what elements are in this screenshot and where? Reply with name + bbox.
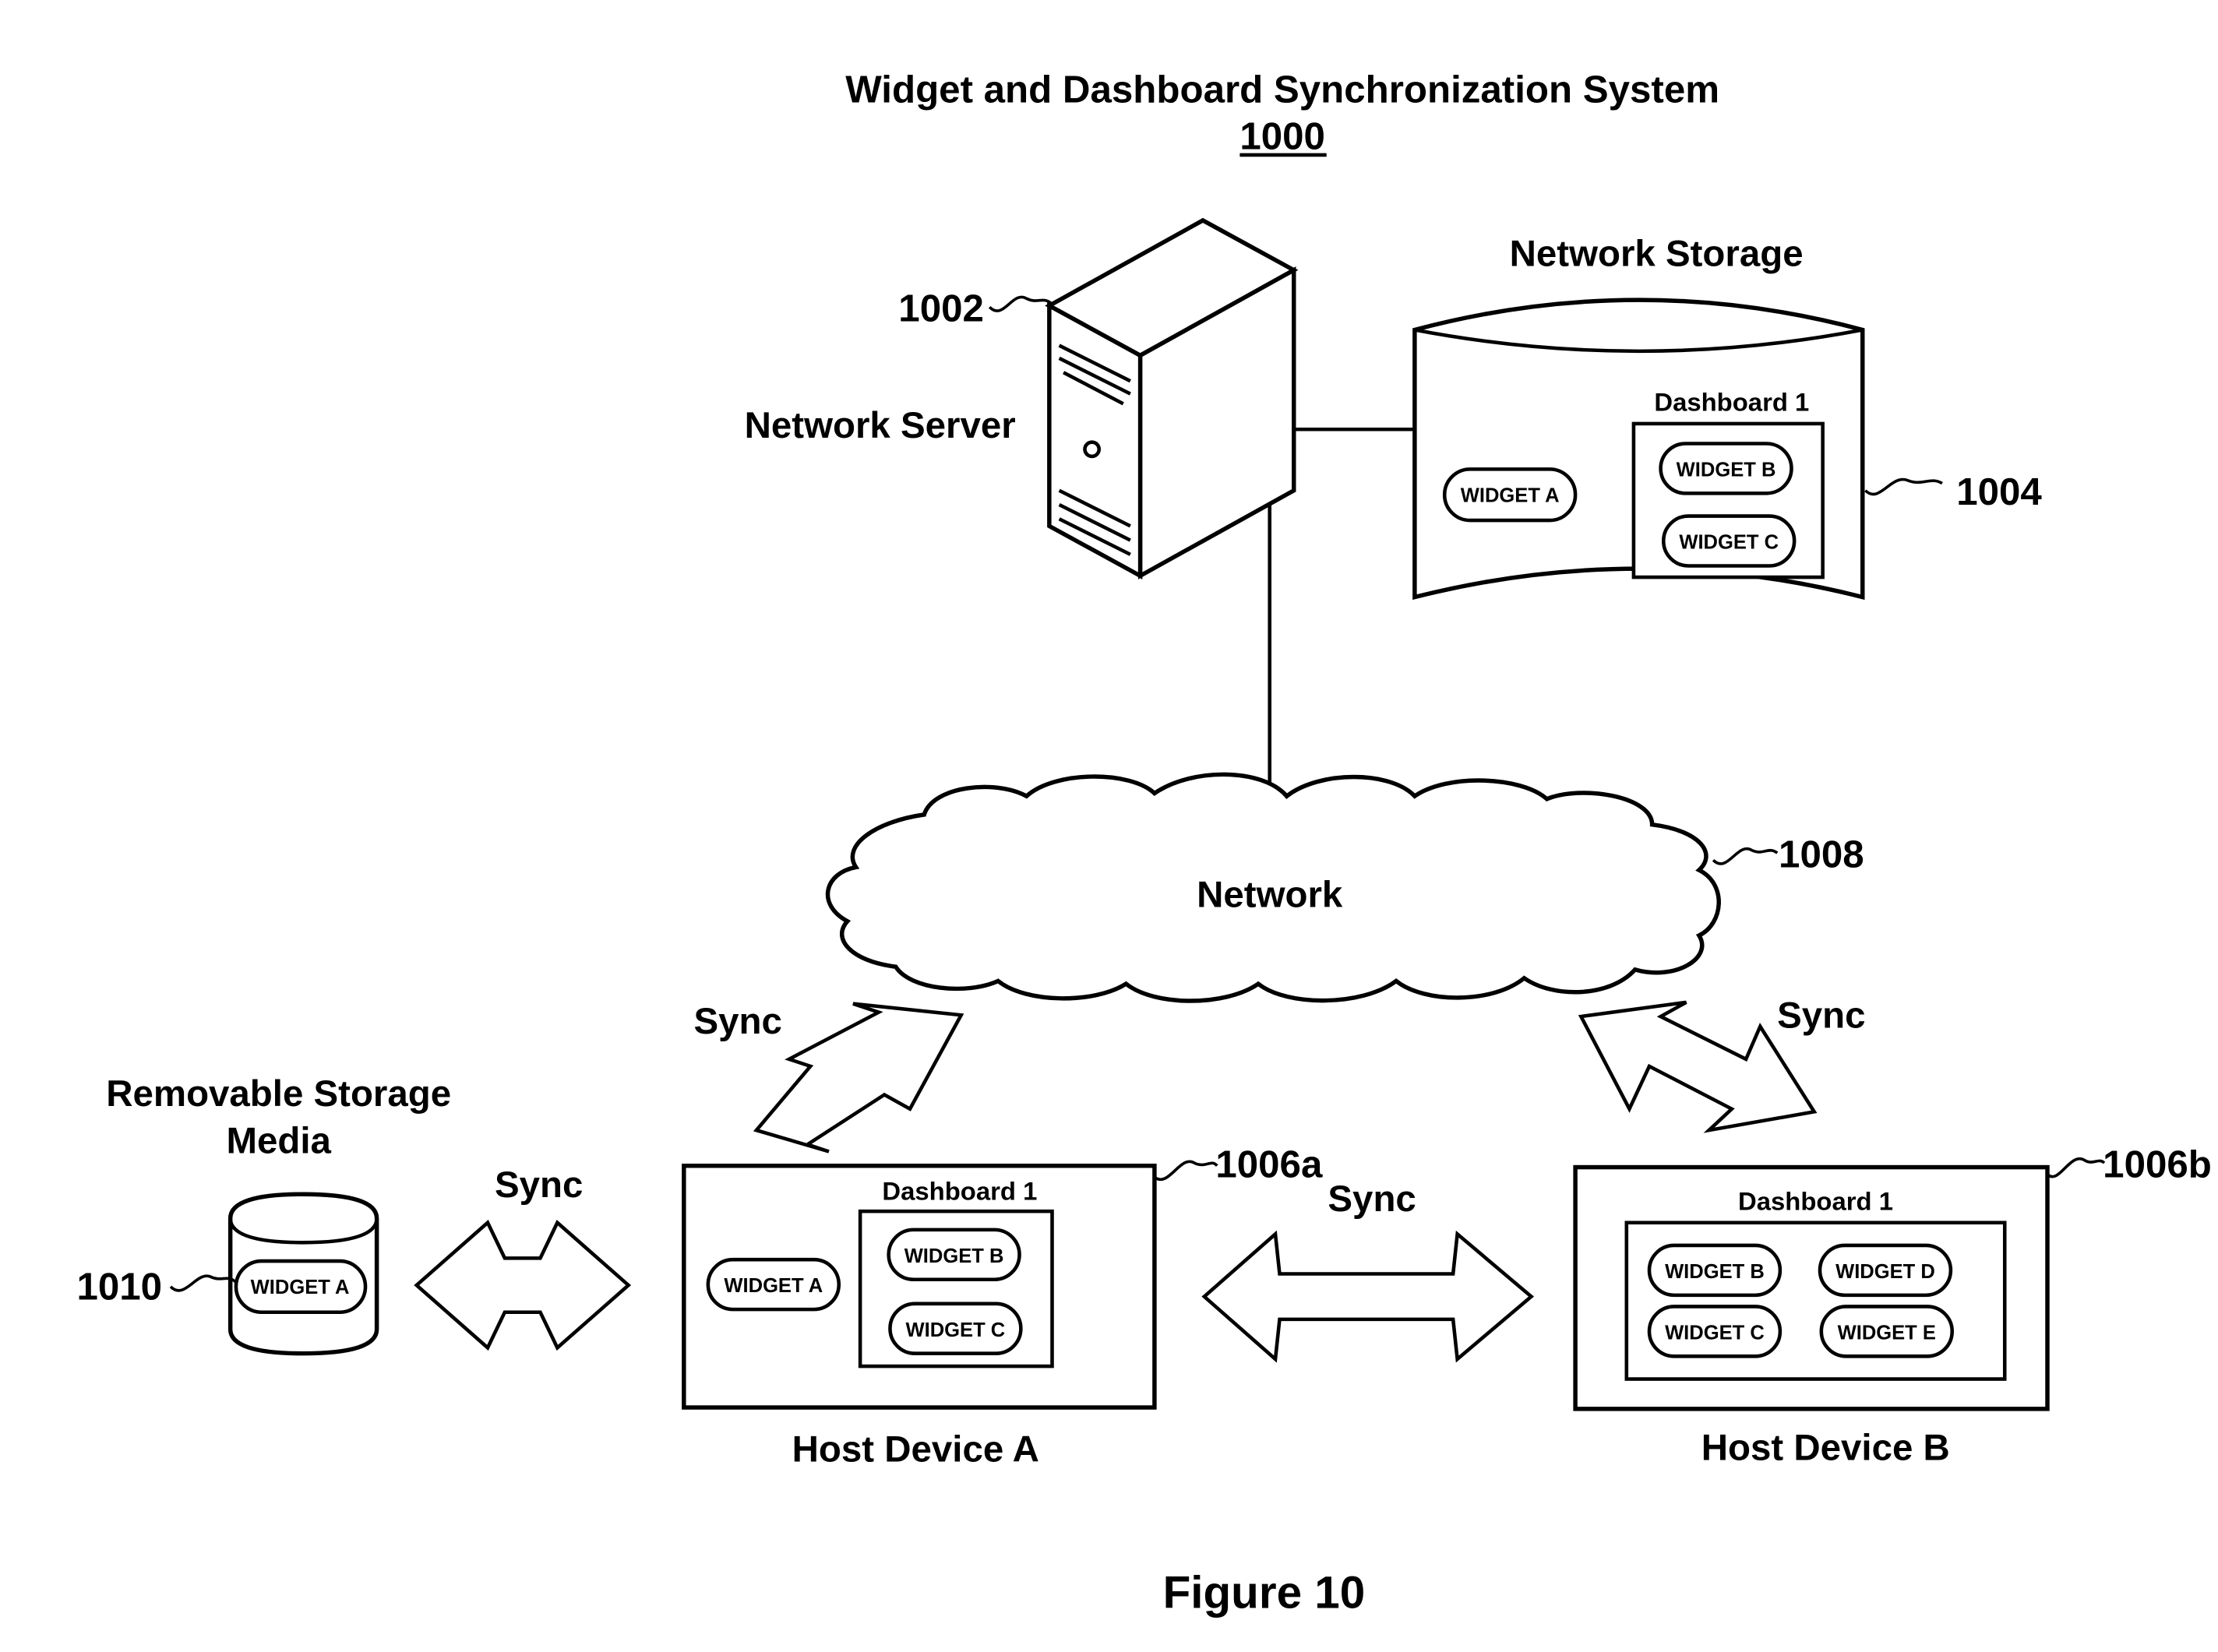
host-a-ref-squiggle [1155,1161,1217,1179]
host-b-ref-squiggle [2047,1159,2104,1177]
sync-arrow-network-host-a [756,1004,961,1152]
removable-media-widget-a-label: WIDGET A [251,1277,350,1298]
server-power-button [1084,442,1098,456]
host-a-widget-c-label: WIDGET C [906,1319,1006,1341]
host-b-dashboard-label: Dashboard 1 [1738,1186,1893,1215]
network-storage-ref-squiggle [1865,480,1942,495]
host-b-label: Host Device B [1701,1428,1950,1469]
network-storage-dashboard-label: Dashboard 1 [1654,388,1809,417]
network-storage-widget-a-label: WIDGET A [1461,484,1560,506]
network-server [1049,220,1294,576]
network-label: Network [1197,875,1343,916]
removable-media-label-line2: Media [226,1120,331,1161]
figure-caption: Figure 10 [1163,1567,1366,1618]
server-ref: 1002 [898,287,984,330]
server-ref-squiggle [989,297,1052,311]
host-a-widget-a-label: WIDGET A [724,1275,823,1297]
sync-arrow-host-a-host-b [1204,1234,1532,1359]
sync-label-network-host-b: Sync [1777,995,1865,1037]
removable-media-ref-squiggle [171,1276,236,1291]
host-a-widget-b-label: WIDGET B [904,1245,1004,1267]
host-b-widget-d-label: WIDGET D [1835,1261,1935,1283]
sync-label-network-host-a: Sync [693,1001,781,1042]
host-b-ref: 1006b [2103,1143,2212,1185]
host-a-label: Host Device A [792,1428,1039,1470]
network-storage-widget-b-label: WIDGET B [1677,459,1776,481]
removable-media-label-line1: Removable Storage [106,1073,451,1115]
network-ref: 1008 [1779,833,1864,875]
server-label: Network Server [745,405,1016,446]
host-a-ref: 1006a [1215,1143,1323,1185]
network-storage-label: Network Storage [1510,233,1804,274]
network-storage-ref: 1004 [1956,470,2042,513]
host-b-widget-c-label: WIDGET C [1665,1322,1765,1344]
diagram-number: 1000 [1239,115,1325,158]
sync-label-media-host-a: Sync [495,1164,583,1206]
host-b-widget-e-label: WIDGET E [1838,1322,1936,1344]
host-b-widget-b-label: WIDGET B [1665,1261,1765,1283]
sync-label-host-a-host-b: Sync [1328,1178,1416,1220]
sync-arrow-media-host-a [417,1223,629,1348]
host-a-dashboard-label: Dashboard 1 [882,1177,1037,1206]
diagram-title: Widget and Dashboard Synchronization Sys… [845,68,1719,111]
removable-media-ref: 1010 [76,1265,162,1308]
network-storage-widget-c-label: WIDGET C [1679,532,1779,554]
network-ref-squiggle [1713,849,1777,864]
